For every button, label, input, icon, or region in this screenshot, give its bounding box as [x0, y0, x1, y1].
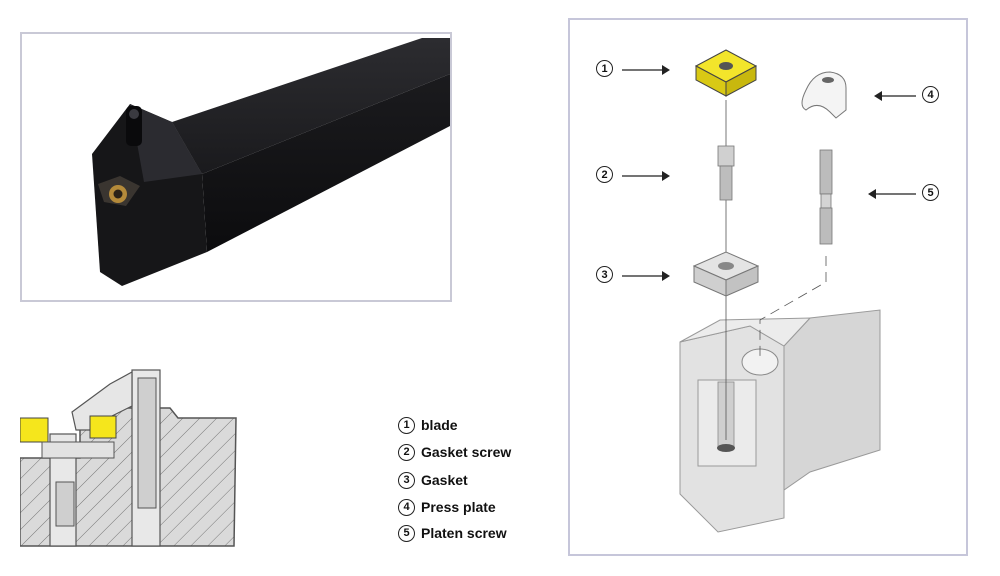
- holder-block-top: [679, 317, 812, 347]
- callout-number-circle: 3: [596, 266, 613, 283]
- tool-holder-photo: [92, 38, 450, 286]
- holder-head-top: [130, 104, 202, 182]
- shank-side-face: [202, 74, 450, 252]
- gasket-side-right: [725, 265, 759, 297]
- callout-4: 4: [922, 86, 939, 103]
- gasket-screw-section: [55, 481, 75, 527]
- holder-block-side: [783, 309, 881, 491]
- legend-item-platen-screw: 5 Platen screw: [398, 522, 507, 544]
- callout-number-circle: 4: [922, 86, 939, 103]
- gasket-screw-shank: [719, 165, 733, 201]
- insert-section-left: [20, 417, 49, 443]
- legend-item-gasket: 3 Gasket: [398, 469, 468, 491]
- legend-number-circle: 5: [398, 524, 415, 542]
- shank-top-face: [172, 38, 450, 174]
- callout-1: 1: [596, 60, 613, 77]
- press-plate-section: [71, 370, 133, 431]
- arrow-5-head: [868, 189, 876, 199]
- callout-number-circle: 2: [596, 166, 613, 183]
- clamp-screw-head: [129, 109, 139, 119]
- legend-number-circle: 1: [398, 416, 415, 434]
- legend-item-gasket-screw: 2 Gasket screw: [398, 441, 511, 463]
- callout-3: 3: [596, 266, 613, 283]
- sectional-drawing: [20, 369, 237, 547]
- exploded-diagram: [622, 49, 916, 533]
- legend-item-press-plate: 4 Press plate: [398, 496, 496, 518]
- gasket-center-hole: [718, 262, 734, 270]
- press-plate-hole: [822, 77, 834, 83]
- platen-screw-upper: [819, 149, 833, 195]
- platen-screw-section: [137, 377, 157, 509]
- arrow-3-head: [662, 271, 670, 281]
- callout-number-circle: 1: [596, 60, 613, 77]
- legend-number-circle: 4: [398, 498, 415, 516]
- pocket-screw-hole: [717, 444, 735, 452]
- callout-number-circle: 5: [922, 184, 939, 201]
- insert-center-hole: [719, 62, 733, 70]
- callout-2: 2: [596, 166, 613, 183]
- gasket-screw-head: [717, 145, 735, 167]
- press-plate-part: [801, 71, 847, 119]
- legend-label: Gasket screw: [421, 444, 512, 460]
- legend-item-blade: 1 blade: [398, 414, 458, 436]
- arrow-1-head: [662, 65, 670, 75]
- arrow-4-head: [874, 91, 882, 101]
- callout-5: 5: [922, 184, 939, 201]
- exploded-diagram-frame: 1 2 3 4 5: [568, 18, 968, 556]
- arrow-2-head: [662, 171, 670, 181]
- legend-label: Gasket: [421, 472, 468, 488]
- insert-side-right: [725, 65, 757, 97]
- tool-holder-photo-frame: [20, 32, 452, 302]
- legend-label: blade: [421, 417, 458, 433]
- right-assembly-axis: [759, 256, 827, 360]
- gasket-section: [41, 441, 115, 459]
- legend-number-circle: 3: [398, 471, 415, 489]
- legend-number-circle: 2: [398, 443, 415, 461]
- platen-screw-lower: [819, 207, 833, 245]
- insert-section-right: [89, 415, 117, 439]
- legend-label: Press plate: [421, 499, 496, 515]
- platen-screw-neck: [820, 193, 832, 209]
- brass-screw-socket: [113, 189, 123, 199]
- legend-label: Platen screw: [421, 525, 507, 541]
